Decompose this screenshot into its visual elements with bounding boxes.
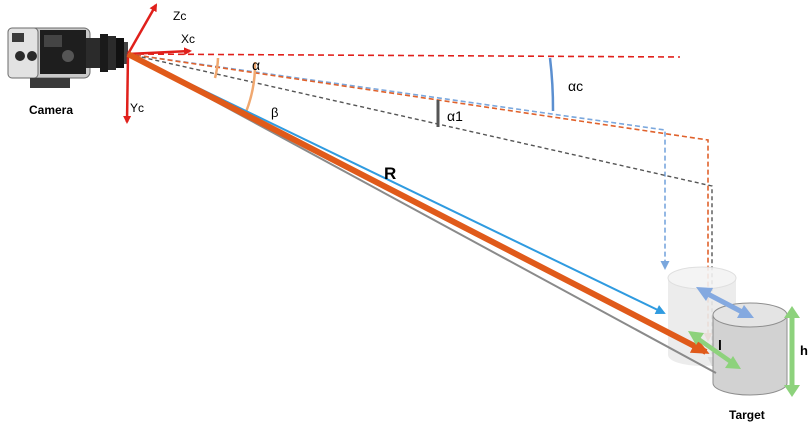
yc-axis: [123, 53, 132, 124]
beta-arc: [244, 61, 257, 113]
alpha-c-label: αc: [568, 78, 583, 94]
camera-label: Camera: [29, 103, 73, 117]
beta-label: β: [271, 105, 278, 120]
height-arrow: [784, 306, 800, 397]
target-label: Target: [729, 408, 765, 422]
zc-axis: [126, 3, 158, 55]
alpha-label: α: [252, 57, 260, 73]
xc-label: Xc: [181, 32, 195, 46]
length-arrow: [688, 331, 741, 369]
range-r-label: R: [384, 164, 396, 183]
width-arrow: [696, 287, 754, 318]
length-label: l: [718, 337, 722, 353]
orange-dashed-ray: [127, 53, 713, 342]
alpha1-label: α1: [447, 108, 463, 124]
optical-axis-line: [127, 53, 681, 58]
range-r-arrow: [126, 51, 710, 355]
alpha-c-arc: [548, 57, 555, 112]
height-label: h: [800, 343, 808, 358]
blue-dashed-ray: [127, 53, 670, 270]
alpha-arc: [213, 57, 220, 79]
zc-label: Zc: [173, 9, 186, 23]
camera-icon: [7, 27, 128, 88]
yc-label: Yc: [130, 101, 144, 115]
